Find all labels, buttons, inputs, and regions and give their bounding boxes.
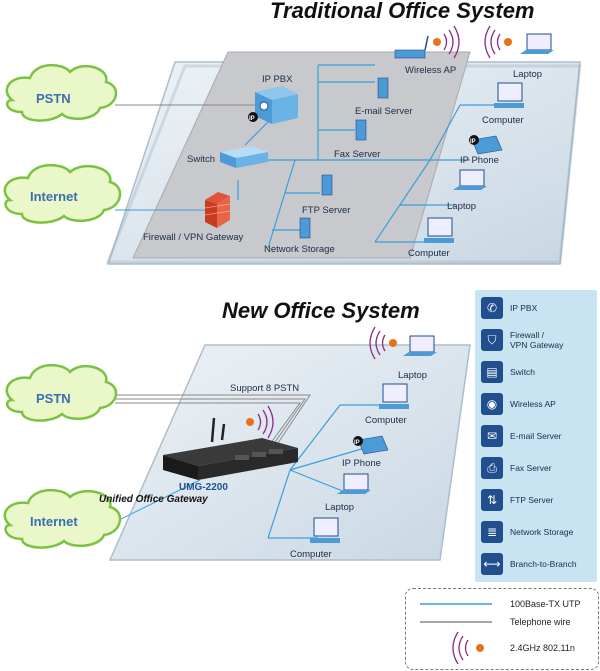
switch-device: [220, 146, 268, 168]
laptop-label-new-1: Laptop: [398, 370, 427, 381]
legend-item-email-server: ✉ E-mail Server: [481, 424, 593, 448]
legend-label: E-mail Server: [510, 431, 562, 441]
legend-label: Switch: [510, 367, 536, 377]
laptop-label-2: Laptop: [447, 201, 476, 212]
computer-device-new: [379, 383, 409, 409]
wireless-ap-label: Wireless AP: [405, 65, 456, 76]
wifi-legend-label: 2.4GHz 802.11n: [510, 643, 575, 653]
ftp-server-device: [321, 174, 333, 196]
legend-label: Network Storage: [510, 527, 574, 537]
shield-icon: ⛉: [481, 329, 503, 351]
switch-icon: ▤: [481, 361, 503, 383]
pstn-cloud-label: PSTN: [36, 91, 71, 106]
email-server-label: E-mail Server: [355, 106, 413, 117]
laptop-device: [520, 33, 554, 54]
internet-cloud-new: Internet: [3, 489, 122, 549]
fax-server-device: [355, 119, 367, 141]
traditional-title: Traditional Office System: [270, 0, 535, 23]
wifi-signal-laptop-new: [369, 326, 397, 360]
utp-wiring: [237, 64, 500, 249]
svg-text:IP: IP: [354, 440, 360, 446]
wifi-icon: ◉: [481, 393, 503, 415]
computer-label-new-2: Computer: [290, 549, 332, 560]
firewall-device: [204, 192, 231, 228]
gateway-name-label: Unified Office Gateway: [99, 494, 208, 505]
legend-label: Fax Server: [510, 463, 552, 473]
ftp-server-label: FTP Server: [302, 205, 350, 216]
internet-cloud: Internet: [3, 164, 122, 224]
pstn-cloud-new: PSTN: [5, 364, 118, 422]
pstn-cloud-label-new: PSTN: [36, 391, 71, 406]
ip-phone-device: IP: [469, 135, 503, 155]
utp-wiring-new: [267, 404, 385, 539]
laptop-label-new-2: Laptop: [325, 502, 354, 513]
network-storage-label: Network Storage: [264, 244, 335, 255]
storage-icon: ≣: [481, 521, 503, 543]
umg-2200-gateway-device: [163, 417, 298, 480]
mail-icon: ✉: [481, 425, 503, 447]
wifi-legend-icon: [452, 631, 484, 665]
computer-label-2: Computer: [408, 248, 450, 259]
computer-label-new-1: Computer: [365, 415, 407, 426]
ftp-icon: ⇅: [481, 489, 503, 511]
firewall-label: Firewall / VPN Gateway: [143, 232, 244, 243]
line-legend-box: [405, 588, 599, 670]
legend-label: IP PBX: [510, 303, 538, 313]
wifi-signal-gateway: [246, 405, 274, 439]
legend-item-fax-server: ⎙ Fax Server: [481, 456, 593, 480]
ip-pbx-device: IP: [248, 86, 298, 124]
utp-legend-label: 100Base-TX UTP: [510, 599, 581, 609]
wifi-signal-laptop: [484, 25, 512, 59]
legend-label: FTP Server: [510, 495, 554, 505]
wireless-ap-device: [394, 35, 429, 59]
wifi-signal-ap: [433, 25, 460, 59]
ip-pbx-label: IP PBX: [262, 74, 293, 85]
legend-item-branch: ⟷ Branch-to-Branch: [481, 552, 593, 576]
legend-item-network-storage: ≣ Network Storage: [481, 520, 593, 544]
computer-device-2: [424, 217, 454, 243]
pstn-cloud: PSTN: [5, 64, 118, 122]
support-pstn-label: Support 8 PSTN: [230, 383, 299, 394]
internet-wire-new: [114, 479, 201, 523]
computer-label-1: Computer: [482, 115, 524, 126]
fax-server-label: Fax Server: [334, 149, 380, 160]
svg-text:IP: IP: [470, 139, 476, 145]
laptop-device-new-2: [337, 473, 371, 494]
svg-text:IP: IP: [249, 116, 255, 122]
fax-icon: ⎙: [481, 457, 503, 479]
legend-item-wireless-ap: ◉ Wireless AP: [481, 392, 593, 416]
email-server-device: [377, 77, 389, 99]
pstn-telephone-wires: [115, 394, 311, 456]
laptop-label-1: Laptop: [513, 69, 542, 80]
telephone-legend-label: Telephone wire: [510, 617, 571, 627]
legend-item-ip-pbx: ✆ IP PBX: [481, 296, 593, 320]
laptop-device-2: [453, 169, 487, 190]
legend-item-firewall: ⛉ Firewall / VPN Gateway: [481, 328, 593, 352]
network-storage-device: [299, 217, 311, 239]
internet-cloud-label-new: Internet: [30, 514, 78, 529]
legend-label: Firewall / VPN Gateway: [510, 330, 564, 350]
ip-phone-device-new: IP: [353, 435, 389, 455]
gateway-model-label: UMG-2200: [179, 482, 228, 493]
phone-icon: ✆: [481, 297, 503, 319]
branch-icon: ⟷: [481, 553, 503, 575]
ip-phone-label: IP Phone: [460, 155, 499, 166]
device-legend: ✆ IP PBX ⛉ Firewall / VPN Gateway ▤ Swit…: [475, 290, 597, 582]
legend-label: Wireless AP: [510, 399, 556, 409]
legend-item-switch: ▤ Switch: [481, 360, 593, 384]
ip-phone-label-new: IP Phone: [342, 458, 381, 469]
computer-device-new-2: [310, 517, 340, 543]
switch-label: Switch: [187, 154, 215, 165]
legend-label: Branch-to-Branch: [510, 559, 577, 569]
computer-device: [494, 82, 524, 108]
laptop-device-new: [403, 335, 437, 356]
new-title: New Office System: [222, 298, 420, 323]
legend-item-ftp-server: ⇅ FTP Server: [481, 488, 593, 512]
internet-cloud-label: Internet: [30, 189, 78, 204]
